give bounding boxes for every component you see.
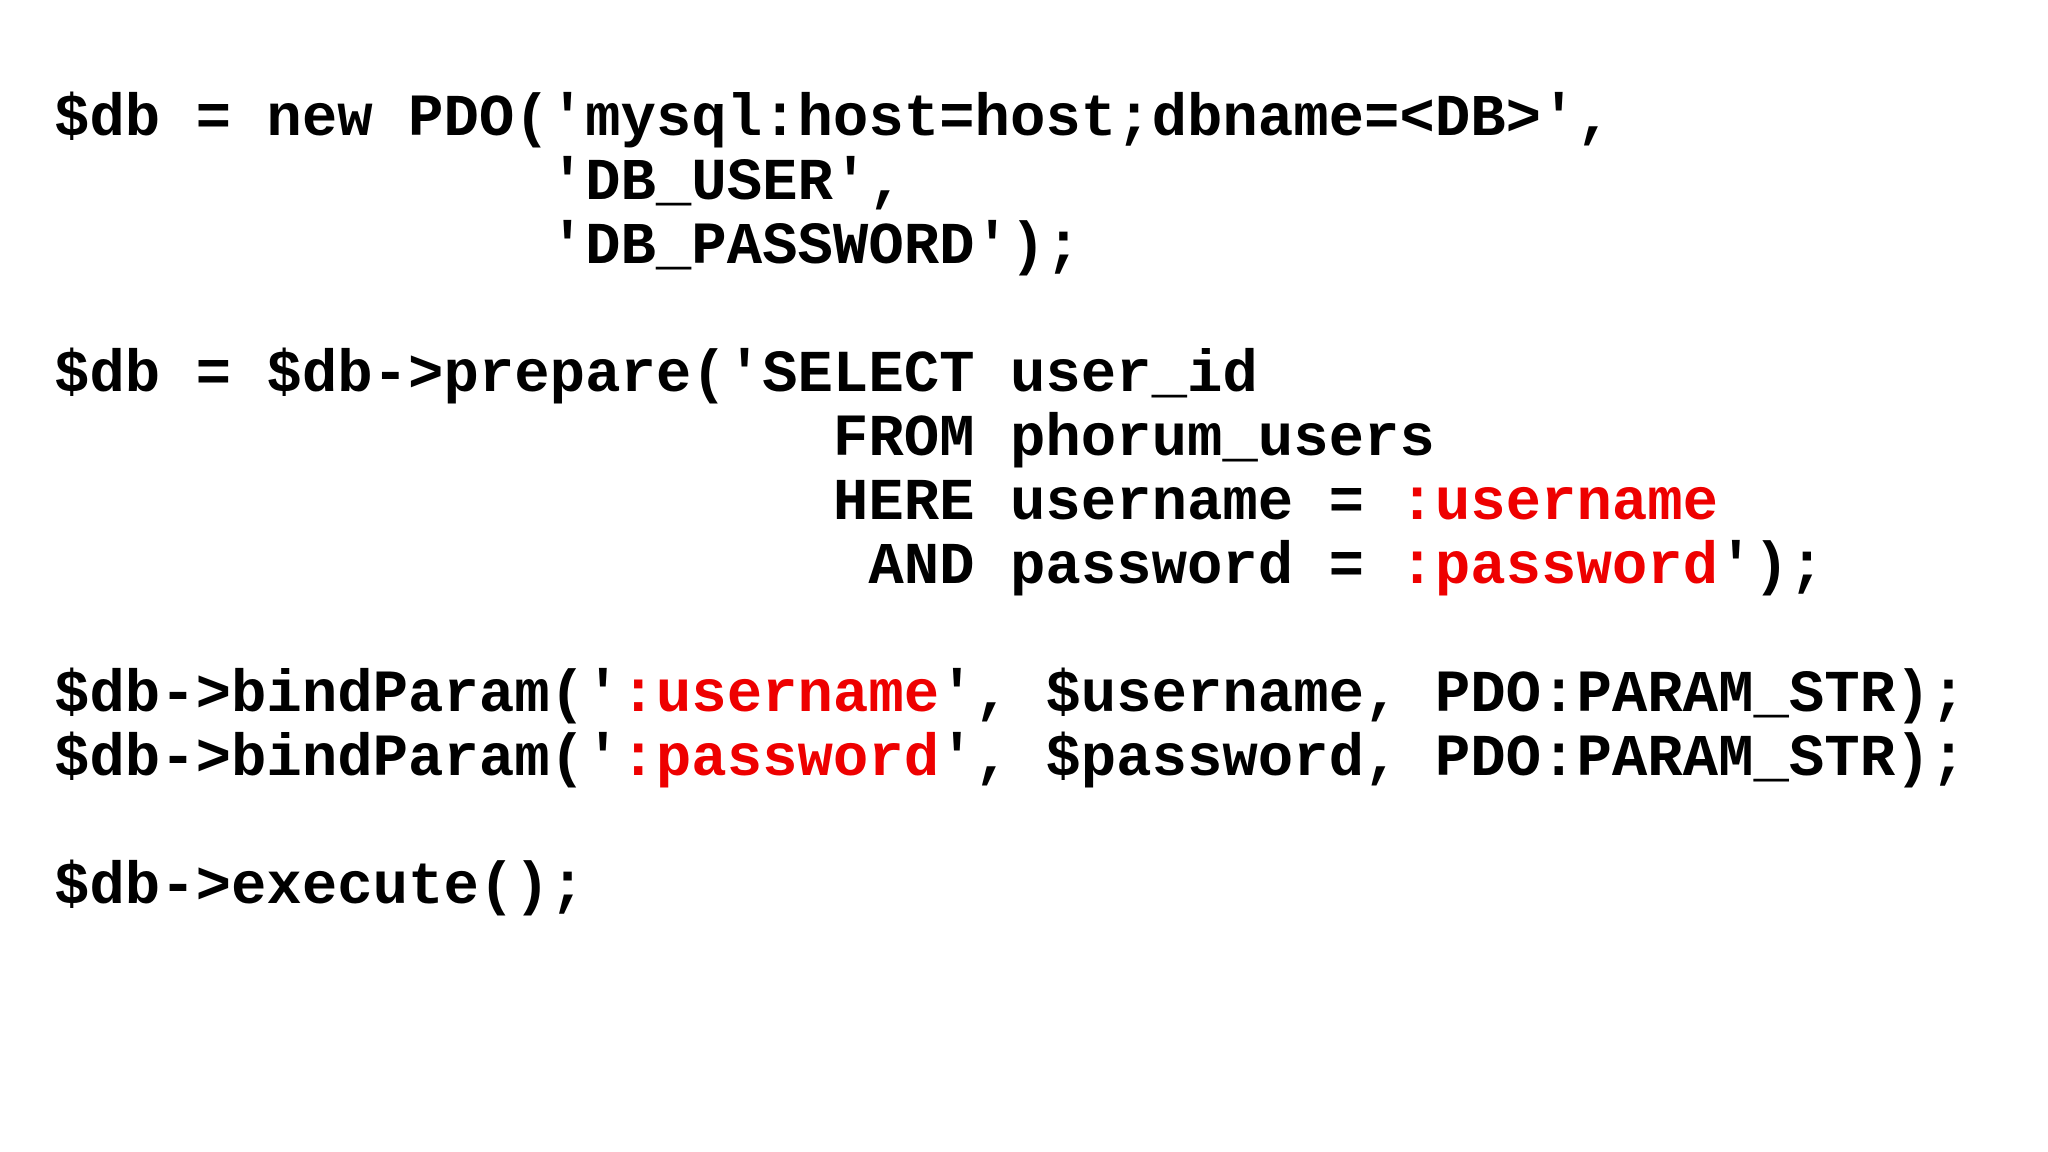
code-block: $db = new PDO('mysql:host=host;dbname=<D… [54,88,2048,920]
code-segment: ', $username, PDO:PARAM_STR); [939,662,1966,729]
code-line: $db->bindParam(':password', $password, P… [54,728,2048,792]
code-segment-highlight: :username [1399,470,1719,537]
code-line: $db->bindParam(':username', $username, P… [54,664,2048,728]
code-line: $db = new PDO('mysql:host=host;dbname=<D… [54,88,2048,152]
code-line: 'DB_USER', [54,152,2048,216]
code-segment: $db->execute(); [54,854,586,921]
code-segment: AND password = [54,534,1400,601]
code-line: AND password = :password'); [54,536,2048,600]
code-line: HERE username = :username [54,472,2048,536]
code-segment: '); [1718,534,1825,601]
code-segment: $db->bindParam(' [54,726,621,793]
code-segment: $db = $db->prepare('SELECT user_id [54,342,1258,409]
code-segment: HERE username = [54,470,1400,537]
code-segment: $db = new PDO('mysql:host=host;dbname=<D… [54,86,1612,153]
code-segment: ', $password, PDO:PARAM_STR); [939,726,1966,793]
code-line: $db = $db->prepare('SELECT user_id [54,344,2048,408]
code-segment: FROM phorum_users [54,406,1435,473]
code-segment: 'DB_USER', [54,150,904,217]
code-line [54,600,2048,664]
code-segment-highlight: :password [620,726,940,793]
code-line: FROM phorum_users [54,408,2048,472]
code-segment-highlight: :password [1399,534,1719,601]
code-segment: 'DB_PASSWORD'); [54,214,1081,281]
code-line [54,280,2048,344]
code-line: 'DB_PASSWORD'); [54,216,2048,280]
code-line: $db->execute(); [54,856,2048,920]
code-segment: $db->bindParam(' [54,662,621,729]
code-segment-highlight: :username [620,662,940,729]
code-line [54,792,2048,856]
